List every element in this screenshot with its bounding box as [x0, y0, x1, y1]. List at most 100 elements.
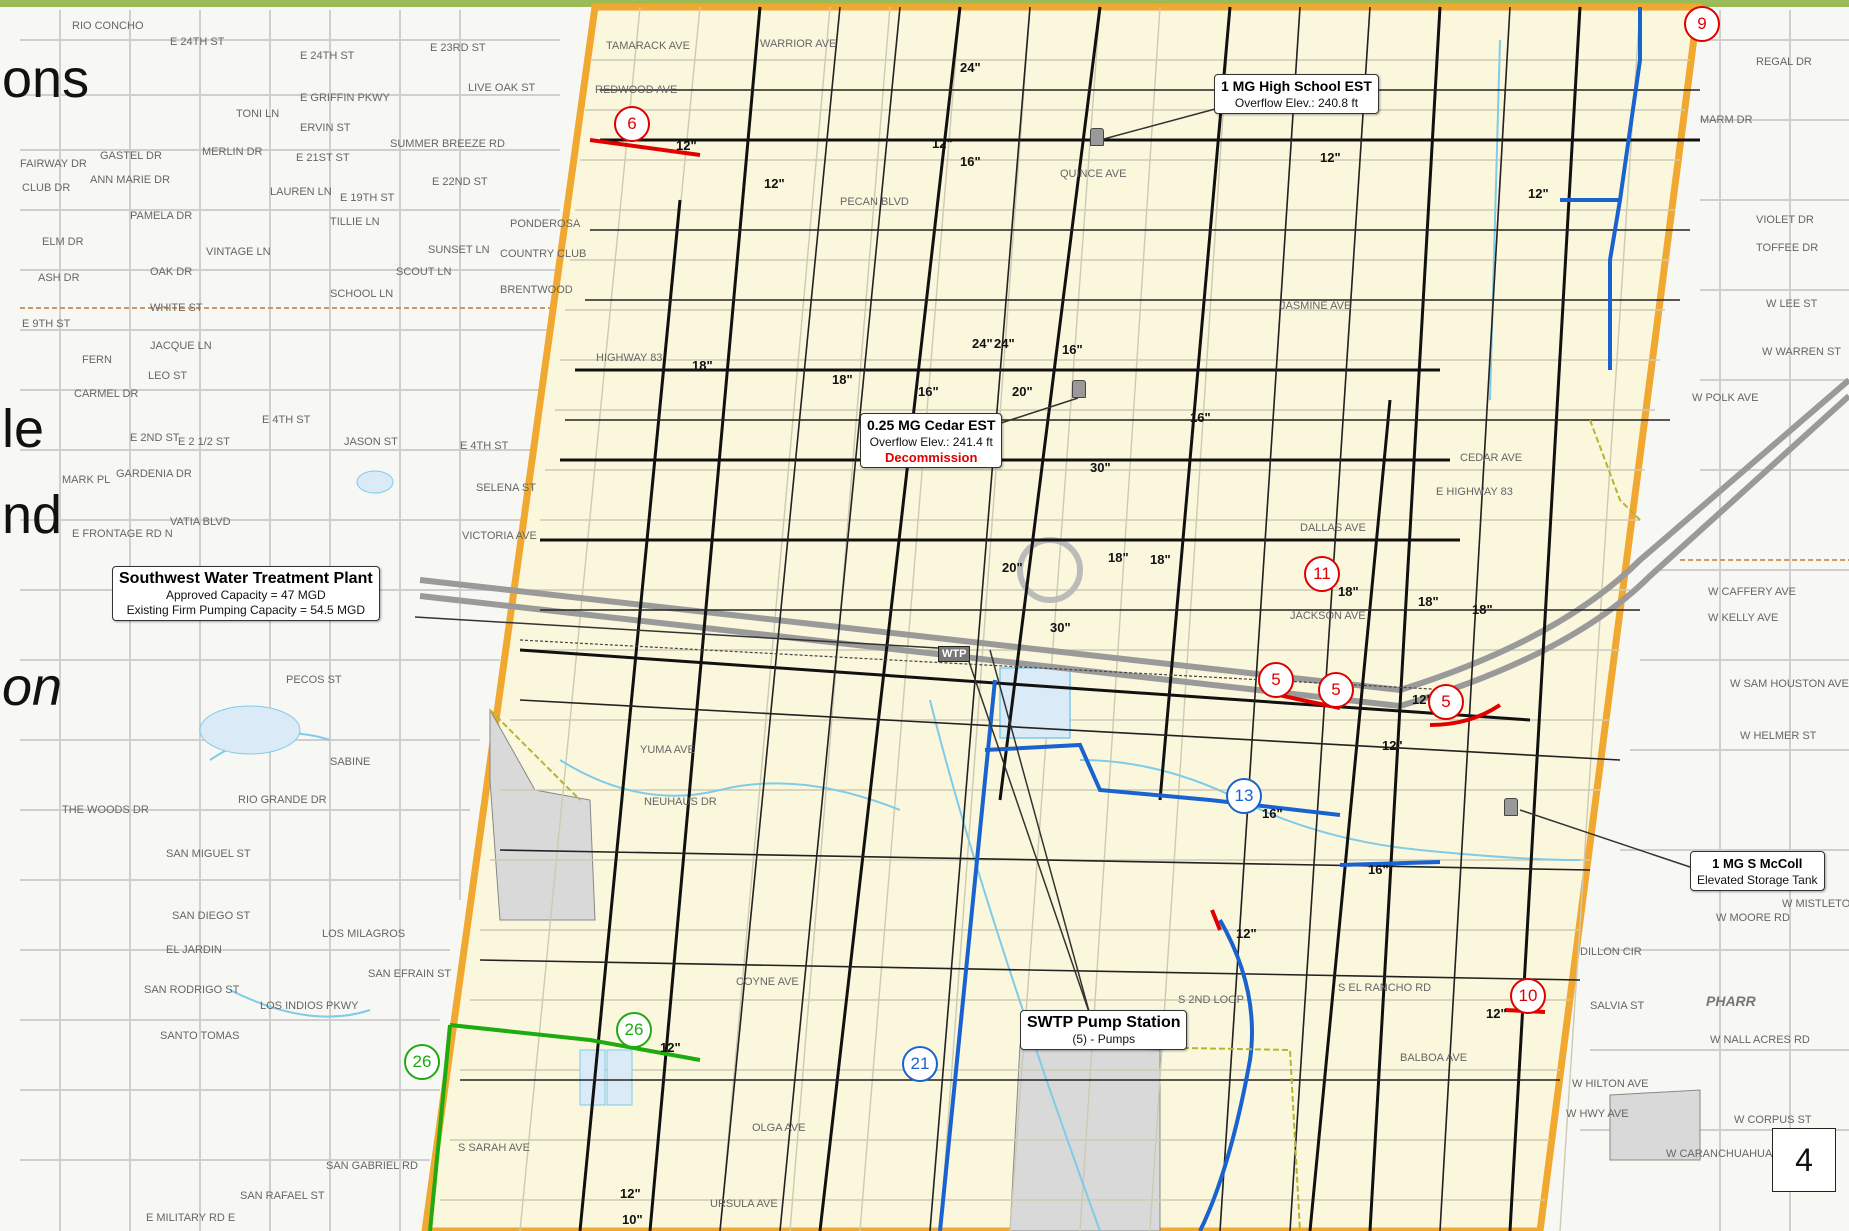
street-label: ELM DR	[42, 236, 84, 248]
street-label: MARM DR	[1700, 114, 1753, 126]
street-label: RIO CONCHO	[72, 20, 144, 32]
pipe-size-label: 16"	[1262, 806, 1283, 821]
street-label: W HILTON AVE	[1572, 1078, 1649, 1090]
street-label: GARDENIA DR	[116, 468, 192, 480]
pipe-size-label: 12"	[1382, 738, 1403, 753]
project-marker[interactable]: 21	[902, 1046, 938, 1082]
callout-line: Approved Capacity = 47 MGD	[165, 588, 326, 602]
street-label: LAUREN LN	[270, 186, 332, 198]
pipe-size-label: 12"	[1486, 1006, 1507, 1021]
pipe-size-label: 30"	[1090, 460, 1111, 475]
street-label: E 23RD ST	[430, 42, 486, 54]
street-label: E HIGHWAY 83	[1436, 486, 1513, 498]
street-label: W CARANCHUAHUA ST	[1666, 1148, 1789, 1160]
street-label: SAN GABRIEL RD	[326, 1160, 418, 1172]
street-label: PONDEROSA	[510, 218, 581, 230]
project-marker[interactable]: 5	[1318, 672, 1354, 708]
street-label: W MOORE RD	[1716, 912, 1790, 924]
callout-line: Elevated Storage Tank	[1697, 873, 1818, 887]
callout-southwest-wtp[interactable]: Southwest Water Treatment Plant Approved…	[112, 566, 380, 621]
pipe-size-label: 24"	[960, 60, 981, 75]
street-label: OLGA AVE	[752, 1122, 806, 1134]
street-label: CLUB DR	[22, 182, 71, 194]
pipe-size-label: 12"	[1528, 186, 1549, 201]
street-label: E 24TH ST	[170, 36, 225, 48]
street-label: SAN DIEGO ST	[172, 910, 251, 922]
street-label: W POLK AVE	[1692, 392, 1759, 404]
street-label: MERLIN DR	[202, 146, 263, 158]
street-label: SCHOOL LN	[330, 288, 394, 300]
project-marker[interactable]: 26	[616, 1012, 652, 1048]
street-label: LIVE OAK ST	[468, 82, 536, 94]
callout-cedar-est[interactable]: 0.25 MG Cedar EST Overflow Elev.: 241.4 …	[860, 413, 1003, 468]
callout-line: Overflow Elev.: 241.4 ft	[869, 435, 993, 449]
street-label: E 2ND ST	[130, 432, 180, 444]
street-label: YUMA AVE	[640, 744, 695, 756]
street-label: W WARREN ST	[1762, 346, 1842, 358]
slide-text-fragment-2: le	[2, 399, 45, 459]
secondary-mains	[460, 6, 1700, 1231]
pipe-size-label: 20"	[1002, 560, 1023, 575]
street-label: VINTAGE LN	[206, 246, 271, 258]
callout-mccoll-tank[interactable]: 1 MG S McColl Elevated Storage Tank	[1690, 851, 1825, 891]
street-label: SCOUT LN	[396, 266, 452, 278]
pipe-size-label: 10"	[622, 1212, 643, 1227]
pipe-size-label: 12"	[932, 136, 953, 151]
slide-number: 4	[1772, 1128, 1836, 1192]
street-label: SAN MIGUEL ST	[166, 848, 251, 860]
pipe-size-label: 18"	[832, 372, 853, 387]
street-label: S 2ND LOOP	[1178, 994, 1245, 1006]
pipe-size-label: 12"	[676, 138, 697, 153]
street-label: WARRIOR AVE	[760, 38, 837, 50]
street-label: E 22ND ST	[432, 176, 488, 188]
street-label: CEDAR AVE	[1460, 452, 1523, 464]
street-label: ASH DR	[38, 272, 80, 284]
project-marker[interactable]: 9	[1684, 6, 1720, 42]
street-label: JASON ST	[344, 436, 398, 448]
callout-leaders	[414, 104, 1700, 1016]
project-marker[interactable]: 6	[614, 106, 650, 142]
street-label: W HELMER ST	[1740, 730, 1817, 742]
street-label: BRENTWOOD	[500, 284, 573, 296]
pipe-size-label: 24"	[994, 336, 1015, 351]
pipe-size-label: 24"	[972, 336, 993, 351]
callout-swtp-pump-station[interactable]: SWTP Pump Station (5) - Pumps	[1020, 1010, 1188, 1050]
pipe-size-label: 12"	[764, 176, 785, 191]
project-marker[interactable]: 10	[1510, 978, 1546, 1014]
storage-tank-icon	[1090, 128, 1104, 146]
callout-status: Decommission	[884, 450, 978, 465]
pipe-size-label: 18"	[1108, 550, 1129, 565]
project-marker[interactable]: 5	[1258, 662, 1294, 698]
street-label: DILLON CIR	[1580, 946, 1642, 958]
pipe-size-label: 18"	[1338, 584, 1359, 599]
street-label: W MISTLETOE	[1782, 898, 1849, 910]
street-label: FAIRWAY DR	[20, 158, 87, 170]
street-label: E GRIFFIN PKWY	[300, 92, 390, 104]
street-label: TAMARACK AVE	[606, 40, 690, 52]
slide-text-fragment-1: ons	[2, 49, 90, 109]
pipe-size-label: 20"	[1012, 384, 1033, 399]
street-label: W HWY AVE	[1566, 1108, 1629, 1120]
street-label: REGAL DR	[1756, 56, 1812, 68]
street-label: HIGHWAY 83	[596, 352, 663, 364]
pipe-size-label: 16"	[1368, 862, 1389, 877]
slide-text-fragment-3: nd	[2, 485, 63, 545]
street-label: GASTEL DR	[100, 150, 162, 162]
pipe-size-label: 12"	[1236, 926, 1257, 941]
street-label: RIO GRANDE DR	[238, 794, 327, 806]
project-marker[interactable]: 26	[404, 1044, 440, 1080]
pipe-size-label: 16"	[960, 154, 981, 169]
project-marker[interactable]: 11	[1304, 556, 1340, 592]
street-label: S SARAH AVE	[458, 1142, 530, 1154]
street-label: LEO ST	[148, 370, 188, 382]
callout-high-school-est[interactable]: 1 MG High School EST Overflow Elev.: 240…	[1214, 74, 1379, 114]
street-label: THE WOODS DR	[62, 804, 149, 816]
street-label: SUMMER BREEZE RD	[390, 138, 505, 150]
street-label: REDWOOD AVE	[595, 84, 678, 96]
project-marker[interactable]: 13	[1226, 778, 1262, 814]
project-marker[interactable]: 5	[1428, 684, 1464, 720]
callout-title: 1 MG High School EST	[1221, 78, 1372, 94]
street-label: E 4TH ST	[460, 440, 509, 452]
street-label: SELENA ST	[476, 482, 536, 494]
